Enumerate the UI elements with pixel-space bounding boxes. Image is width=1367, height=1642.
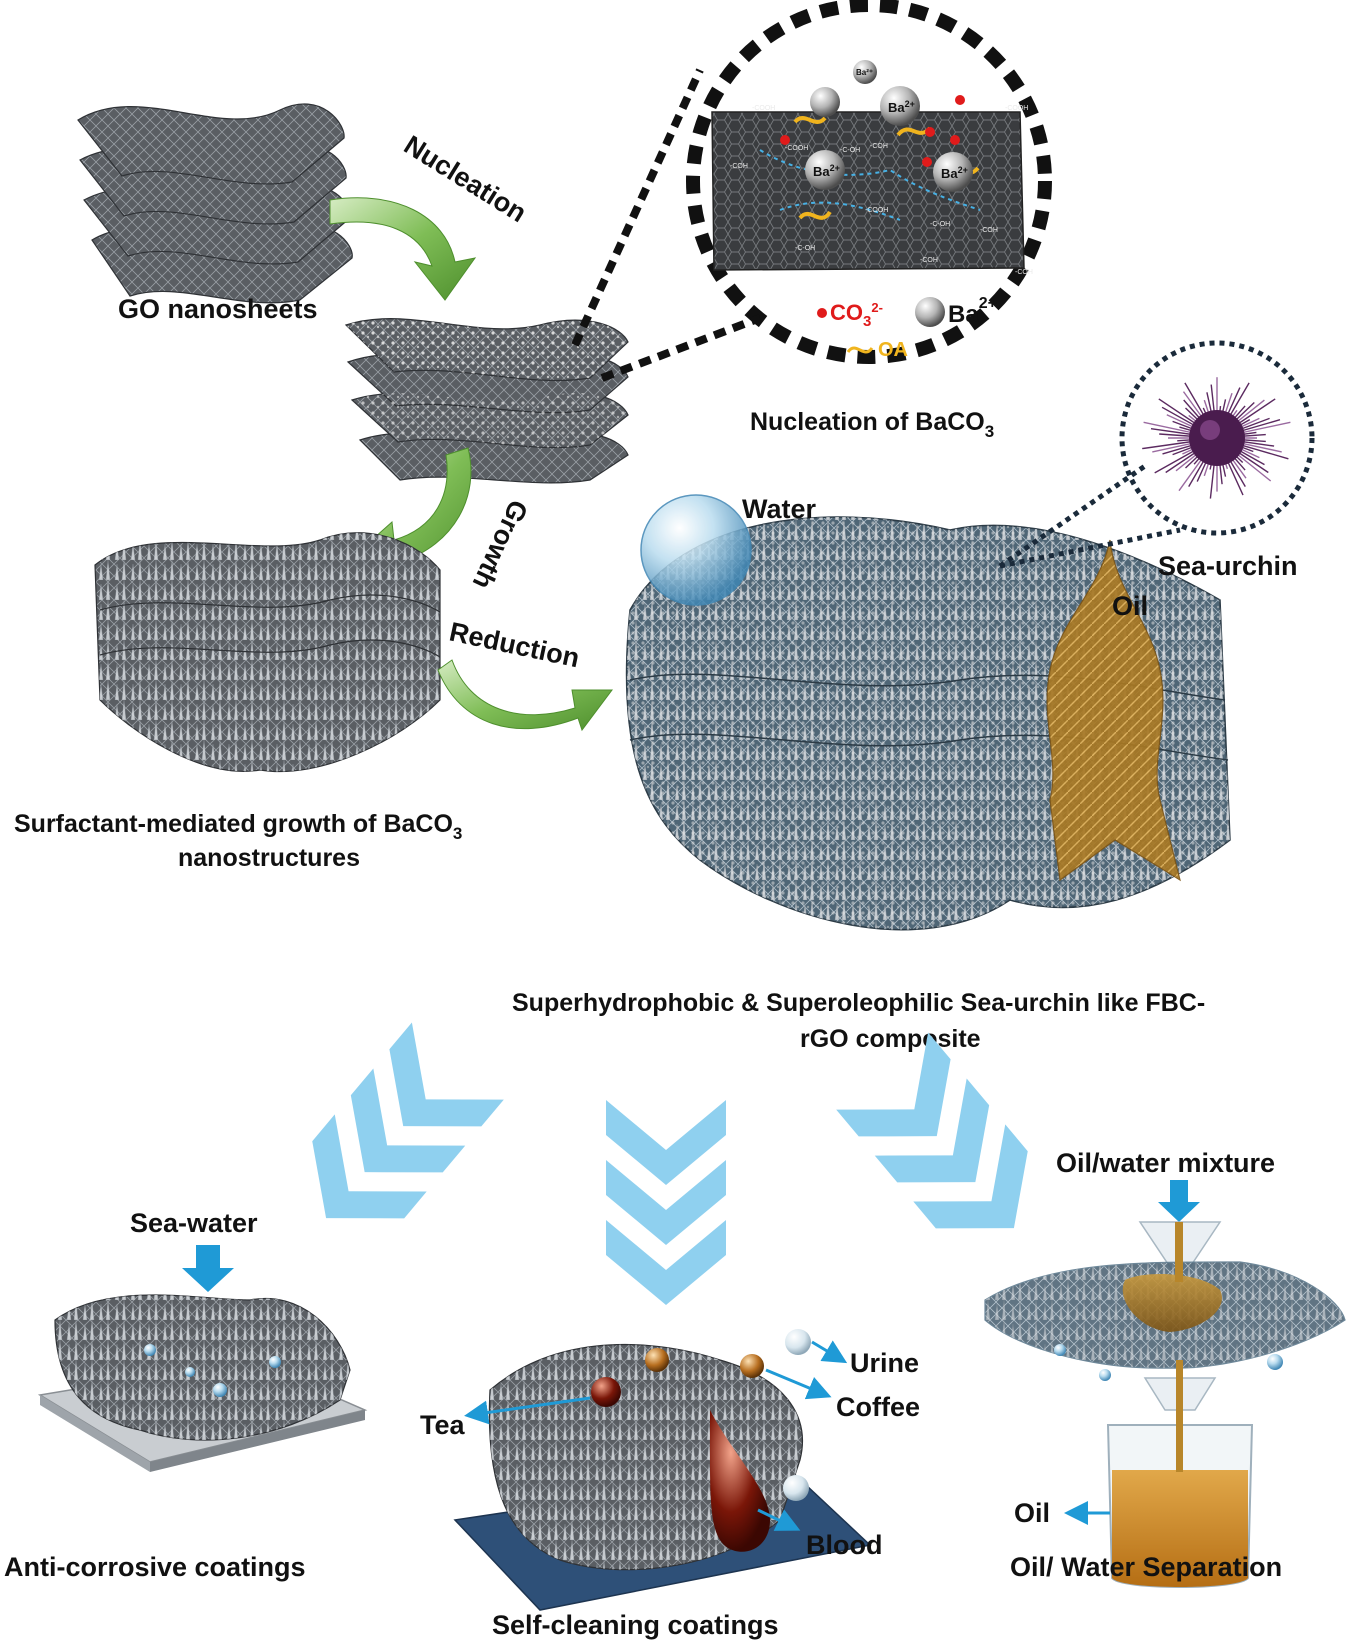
- sea-water-label: Sea-water: [130, 1208, 258, 1238]
- oil-label: Oil: [1112, 591, 1148, 621]
- ba-ion-label-2: Ba2+: [813, 163, 840, 179]
- anti-corrosive-title: Anti-corrosive coatings: [4, 1552, 306, 1582]
- blood-drop: [709, 1410, 770, 1552]
- blood-label: Blood: [806, 1530, 882, 1560]
- coffee-label: Coffee: [836, 1392, 920, 1422]
- barium-carbonate-grown-stack: [94, 532, 441, 773]
- surface-group-labels: -COOH -COOH -COOH -COH -COH -C-OH -COOH …: [730, 105, 1033, 276]
- nucleated-go-stack: [344, 318, 629, 484]
- svg-text:-COH: -COH: [1015, 269, 1033, 276]
- go-nanosheets-stack: [77, 103, 353, 304]
- reduction-arrow: [437, 659, 613, 732]
- coffee-droplet-1: [645, 1348, 669, 1372]
- svg-text:-COOH: -COOH: [865, 207, 888, 214]
- ba-legend-sphere: [915, 297, 945, 327]
- chevron-arrow-left: [312, 1022, 504, 1219]
- ba-ion-label-1: Ba2+: [888, 99, 915, 115]
- inset-legend: CO32- Ba2+ OA: [817, 295, 997, 361]
- self-cleaning-title: Self-cleaning coatings: [492, 1610, 779, 1640]
- water-label: Water: [742, 494, 817, 524]
- svg-text:-COOH: -COOH: [785, 145, 808, 152]
- co3-legend-dot: [817, 308, 827, 318]
- urine-label: Urine: [850, 1348, 919, 1378]
- ba-ion-label-3: Ba2+: [941, 165, 968, 181]
- svg-text:-C-OH: -C-OH: [840, 147, 860, 154]
- separation-title: Oil/ Water Separation: [1010, 1552, 1282, 1582]
- chevron-arrow-right: [836, 1032, 1028, 1229]
- oa-legend-squiggle: [846, 346, 874, 354]
- nucleation-arrow: [329, 197, 477, 301]
- svg-text:-COH: -COH: [980, 227, 998, 234]
- oa-legend-label: OA: [878, 339, 908, 361]
- svg-text:-COH: -COH: [920, 257, 938, 264]
- svg-text:-COH: -COH: [730, 163, 748, 170]
- chevron-arrow-center: [606, 1100, 726, 1305]
- svg-text:-COOH: -COOH: [1005, 105, 1028, 112]
- growth-label: Growth: [467, 495, 534, 593]
- reduction-label: Reduction: [447, 617, 582, 674]
- water-droplet: [640, 494, 752, 606]
- coffee-droplet-2: [740, 1354, 764, 1378]
- tea-droplet: [591, 1377, 621, 1407]
- ba-ions: Ba²⁺ Ba2+ Ba2+ Ba2+: [805, 60, 973, 192]
- sea-urchin-inset: [998, 340, 1315, 569]
- anti-corrosive-coating-illustration: [37, 1294, 368, 1472]
- composite-caption-line2: rGO composite: [800, 1025, 981, 1053]
- oil-water-mixture-arrow-icon: [1158, 1180, 1200, 1222]
- self-cleaning-pointers: [464, 1340, 848, 1531]
- growth-caption-line1: Surfactant-mediated growth of BaCO3: [14, 810, 462, 843]
- separation-illustration: [984, 1221, 1346, 1588]
- oil-output-label: Oil: [1014, 1498, 1050, 1528]
- sea-urchin-label: Sea-urchin: [1158, 551, 1298, 581]
- composite-caption-line1: Superhydrophobic & Superoleophilic Sea-u…: [512, 989, 1205, 1017]
- growth-caption-line2: nanostructures: [178, 844, 360, 872]
- nucleation-caption: Nucleation of BaCO3: [750, 408, 994, 441]
- svg-text:-C-OH: -C-OH: [930, 221, 950, 228]
- tea-label: Tea: [420, 1410, 466, 1440]
- urine-droplet-2: [783, 1475, 809, 1501]
- self-cleaning-coating-illustration: [453, 1329, 872, 1611]
- svg-text:-COOH: -COOH: [752, 105, 775, 112]
- sea-water-arrow-icon: [182, 1245, 234, 1292]
- go-nanosheets-label: GO nanosheets: [118, 294, 318, 324]
- nucleation-inset: Ba²⁺ Ba2+ Ba2+ Ba2+ -COOH -COOH -COOH -C…: [571, 0, 1052, 382]
- svg-text:Ba²⁺: Ba²⁺: [856, 68, 873, 77]
- oil-water-mixture-label: Oil/water mixture: [1056, 1148, 1275, 1178]
- ba-legend-label: Ba2+: [948, 295, 997, 328]
- svg-text:-C-OH: -C-OH: [795, 245, 815, 252]
- urine-droplet: [785, 1329, 811, 1355]
- oil-droplet: [1046, 539, 1181, 882]
- co3-legend-label: CO32-: [830, 300, 883, 330]
- svg-text:-COH: -COH: [870, 143, 888, 150]
